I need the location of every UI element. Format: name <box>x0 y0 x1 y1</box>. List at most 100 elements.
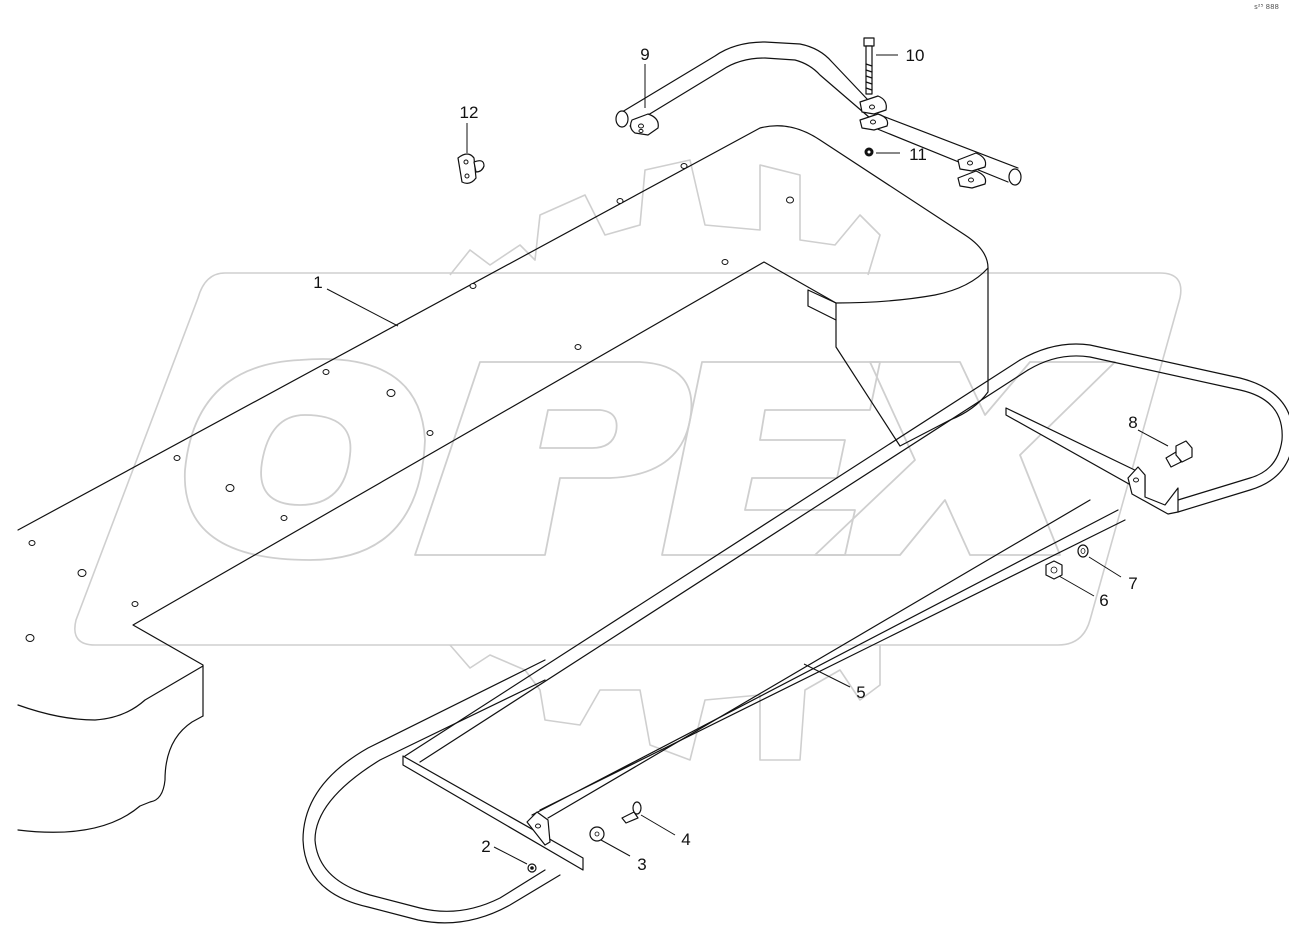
mounting-hole <box>322 369 330 375</box>
guard-frame-flat-bar-right <box>1005 407 1146 494</box>
nut-part-11 <box>864 147 874 157</box>
shield-panel-side-right <box>835 267 989 447</box>
nut-part-2 <box>527 863 537 873</box>
mounting-hole <box>786 196 794 204</box>
guard-frame-long-rail-lower <box>531 509 1126 816</box>
callout-5: 5 <box>856 683 865 702</box>
bolt-shank <box>621 811 639 824</box>
leader-line-1 <box>326 288 399 327</box>
clamp-hole <box>638 128 644 134</box>
guard-frame-flat-bar-left <box>402 755 584 871</box>
callout-labels: 1 2 3 4 5 6 7 8 9 10 11 12 <box>313 45 1137 874</box>
guard-frame-long-rail-upper <box>404 359 1029 763</box>
leader-line-8 <box>1137 429 1169 447</box>
callout-2: 2 <box>481 837 490 856</box>
mounting-hole <box>280 515 288 521</box>
callout-6: 6 <box>1099 591 1108 610</box>
clip-hole <box>463 159 469 165</box>
watermark-letter-o <box>184 358 426 561</box>
clamp-hole <box>638 123 644 129</box>
bracket-hole <box>535 823 541 829</box>
tube-end-left <box>615 110 629 128</box>
callout-4: 4 <box>681 830 690 849</box>
clip-part-12 <box>457 153 485 184</box>
watermark-letter-p <box>414 361 693 556</box>
callout-8: 8 <box>1128 413 1137 432</box>
shield-panel-holes <box>25 163 794 642</box>
hex-nut-hole <box>1050 566 1058 574</box>
bolt-head <box>632 801 642 815</box>
leader-line-2 <box>493 846 528 865</box>
bolt-thread <box>865 63 873 91</box>
callout-10: 10 <box>906 46 925 65</box>
clamp-hole <box>870 119 876 125</box>
clip-body <box>457 153 477 184</box>
callout-9: 9 <box>640 45 649 64</box>
opex-watermark <box>74 159 1182 761</box>
bolt-hex-head <box>1175 440 1193 463</box>
watermark-letter-x <box>814 361 1116 556</box>
shield-panel-part-1 <box>17 125 989 833</box>
tube-bracket-part-9 <box>615 41 1022 189</box>
mounting-hole <box>25 634 35 642</box>
mounting-hole <box>225 484 235 492</box>
shield-panel-inner-edge <box>132 261 837 717</box>
tube-end-right <box>1008 168 1022 186</box>
watermark-letter-e <box>661 361 881 556</box>
nut-center <box>530 866 534 870</box>
mounting-hole <box>386 389 396 397</box>
mounting-hole <box>616 198 624 204</box>
mounting-hole <box>131 601 139 607</box>
nut-part-6 <box>1045 560 1063 580</box>
washer-part-7 <box>1077 544 1089 558</box>
clip-hole <box>464 173 470 179</box>
clamp-hole <box>968 177 974 183</box>
guard-frame-part-5 <box>302 343 1289 924</box>
mounting-hole <box>574 344 582 350</box>
bolt-part-10 <box>863 37 875 95</box>
washer-hole <box>1080 548 1086 554</box>
mounting-hole <box>721 259 729 265</box>
callout-11: 11 <box>909 145 927 164</box>
callout-3: 3 <box>637 855 646 874</box>
washer-hole <box>594 831 600 837</box>
mounting-hole <box>426 430 434 436</box>
guard-frame-bracket-right <box>1127 466 1179 515</box>
bolt-part-4 <box>621 801 642 824</box>
mounting-hole <box>469 283 477 289</box>
mounting-hole <box>77 569 87 577</box>
callout-12: 12 <box>460 103 479 122</box>
bolt-head <box>863 37 875 47</box>
watermark-badge-outline <box>74 272 1182 646</box>
guard-frame-outer-tube <box>302 343 1289 924</box>
bracket-hole <box>1133 477 1139 483</box>
shield-panel-bottom-left <box>17 665 204 833</box>
leader-line-3 <box>600 839 631 857</box>
bolt-part-8 <box>1165 440 1193 468</box>
leader-line-7 <box>1088 556 1122 578</box>
callout-leaders <box>326 54 1169 865</box>
callout-7: 7 <box>1128 574 1137 593</box>
watermark-gear-outline-bottom <box>449 644 881 761</box>
tube-upper-run <box>621 41 871 127</box>
nut-center <box>867 150 871 154</box>
washer-part-3 <box>589 826 605 842</box>
mounting-hole <box>680 163 688 169</box>
leader-line-5 <box>803 663 851 688</box>
guard-frame-center-rail <box>547 499 1091 819</box>
clip-ear <box>473 160 485 173</box>
mounting-hole <box>173 455 181 461</box>
mounting-hole <box>28 540 36 546</box>
shield-panel-top-edge <box>17 125 989 531</box>
leader-line-6 <box>1058 575 1095 597</box>
guard-frame-bracket-left <box>526 811 551 846</box>
watermark-gear-outline <box>449 159 881 276</box>
callout-1: 1 <box>313 273 322 292</box>
leader-line-4 <box>640 814 676 836</box>
clamp-hole <box>967 160 973 166</box>
clamp-hole <box>869 104 875 110</box>
clamp-left <box>629 113 659 136</box>
tube-lower-run <box>874 114 1019 183</box>
drawing-reference-code: s²⁵ 888 <box>1254 3 1279 11</box>
